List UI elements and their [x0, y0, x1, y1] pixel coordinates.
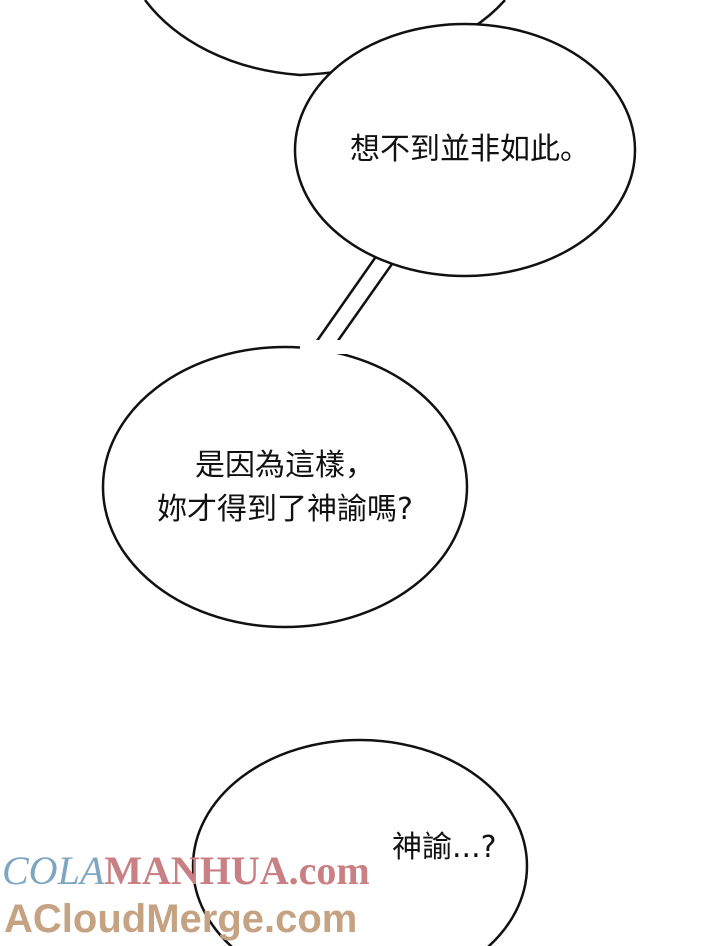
- bubble-line: 是因為這樣，: [195, 448, 375, 483]
- speech-bubble-text: 是因為這樣， 妳才得到了神諭嗎?: [120, 444, 450, 532]
- bubble-4-shape: [191, 738, 529, 946]
- bubble-2-shape: [293, 22, 637, 278]
- bubble-3-shape: [101, 345, 469, 629]
- bubble-line: 神諭...?: [392, 830, 497, 865]
- speech-bubble-text: 神諭...?: [392, 826, 497, 870]
- watermark-colamanhua: COLAMANHUA.com: [2, 848, 370, 893]
- bubble-line: 妳才得到了神諭嗎?: [157, 492, 413, 527]
- watermark-acloudmerge: ACloudMerge.com: [4, 897, 358, 941]
- bubble-line: 想不到並非如此。: [350, 132, 590, 167]
- bubble-connector-tail: [310, 257, 394, 353]
- speech-bubble-text: 想不到並非如此。: [325, 128, 615, 172]
